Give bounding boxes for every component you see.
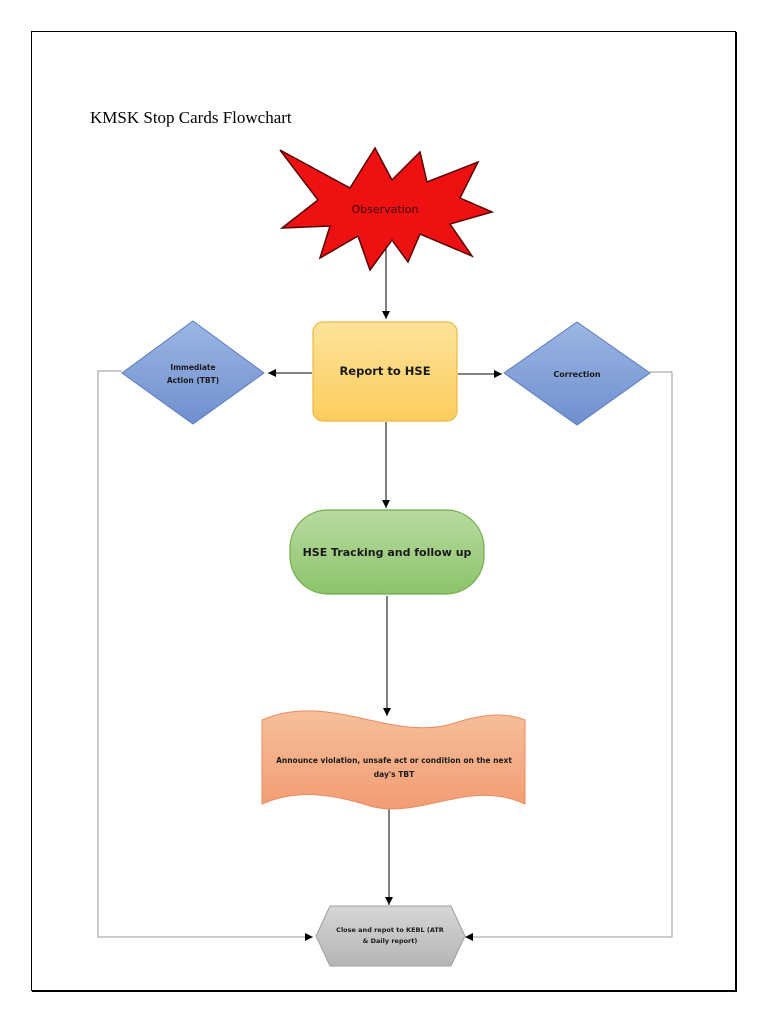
observation-starburst — [279, 146, 495, 272]
arrow-immediate-to-close — [97, 370, 313, 941]
connectors — [97, 247, 673, 941]
tracking-label: HSE Tracking and follow up — [302, 545, 472, 559]
report-box — [312, 321, 458, 422]
immediate-action-diamond — [121, 320, 265, 425]
close-label: Close and repot to KEBL (ATR & Daily rep… — [336, 926, 444, 945]
page-title: KMSK Stop Cards Flowchart — [90, 108, 292, 127]
tracking-terminator — [289, 509, 485, 595]
observation-label: Observation — [351, 202, 419, 216]
announce-tape — [261, 710, 526, 810]
report-label: Report to HSE — [339, 364, 431, 378]
announce-label: Announce violation, unsafe act or condit… — [276, 756, 512, 779]
page-frame — [31, 31, 736, 991]
arrow-correction-to-close — [465, 371, 673, 941]
correction-diamond — [503, 321, 651, 426]
close-hexagon — [315, 905, 466, 967]
immediate-action-label: Immediate Action (TBT) — [166, 363, 220, 385]
correction-label: Correction — [553, 369, 601, 379]
